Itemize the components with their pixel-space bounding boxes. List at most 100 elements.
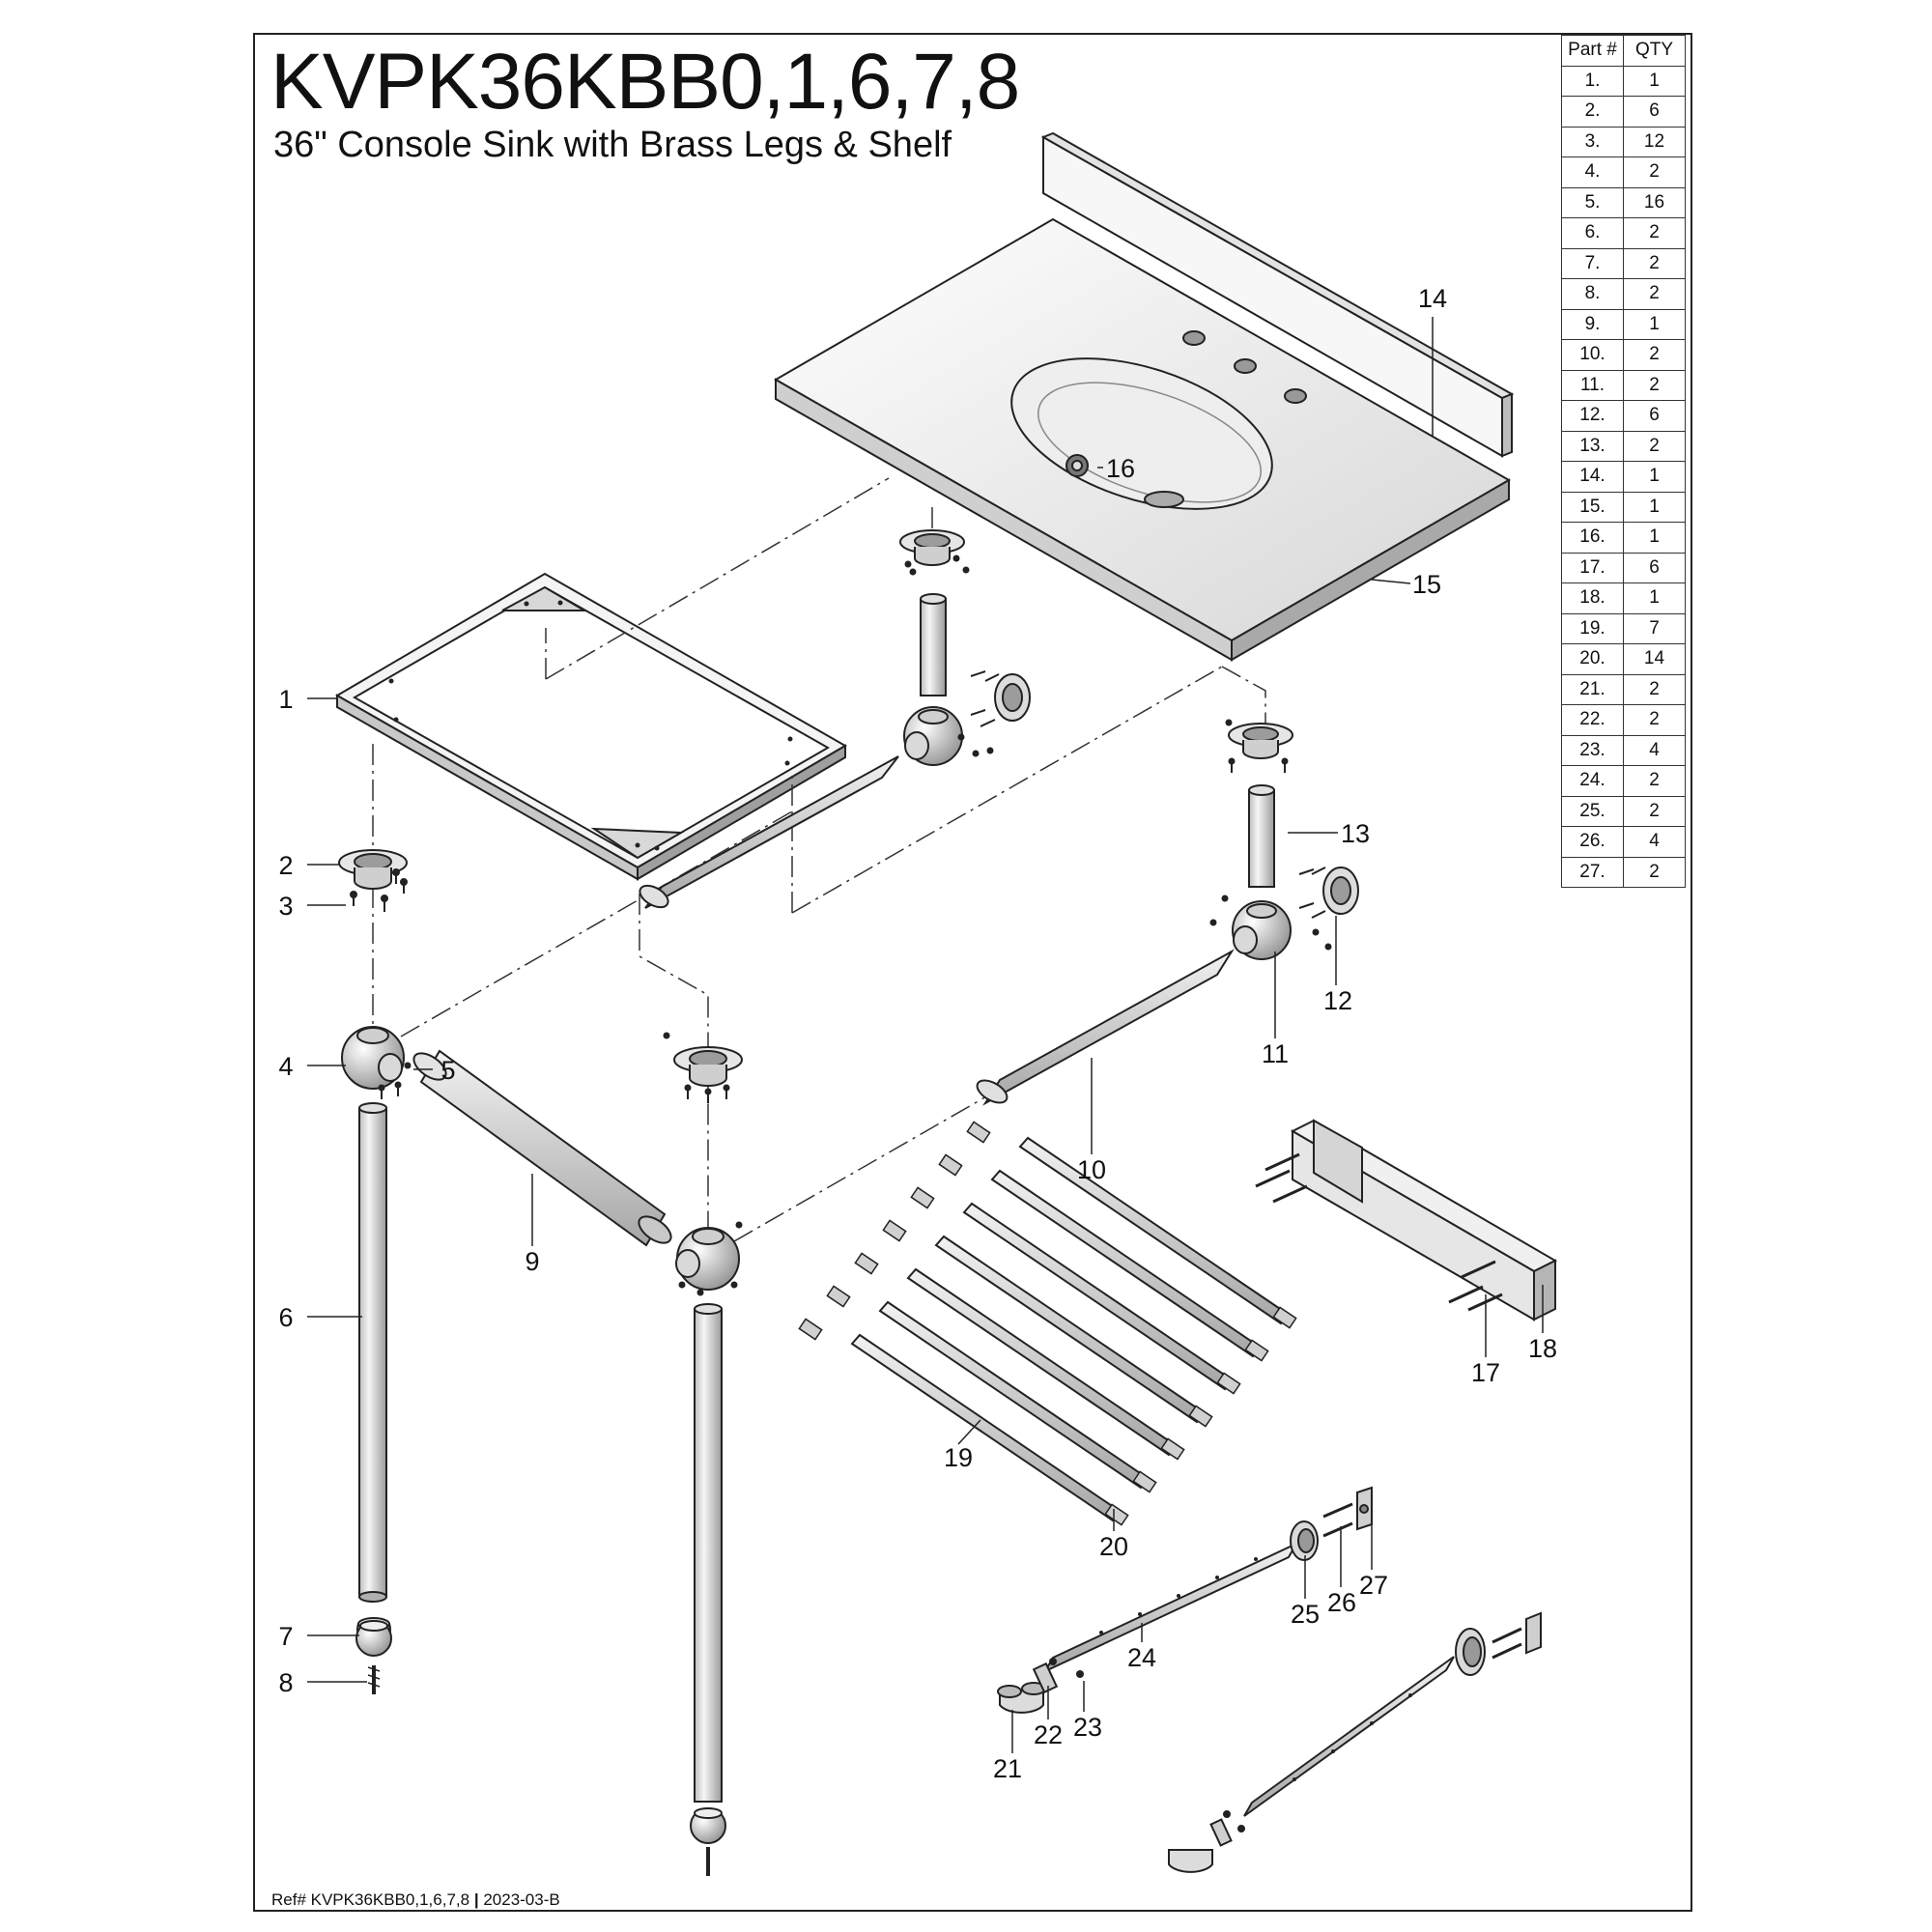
table-row: 16.1 bbox=[1561, 522, 1686, 554]
quantity-cell: 2 bbox=[1623, 339, 1686, 371]
footer-separator: | bbox=[473, 1890, 479, 1909]
reference-footer: Ref# KVPK36KBB0,1,6,7,8 | 2023-03-B bbox=[271, 1891, 560, 1908]
callout-27: 27 bbox=[1359, 1571, 1388, 1600]
quantity-cell: 6 bbox=[1623, 96, 1686, 128]
towel-bar-second bbox=[1168, 1611, 1542, 1873]
connector-part-4 bbox=[341, 1026, 405, 1090]
quantity-cell: 1 bbox=[1623, 308, 1686, 340]
callout-24: 24 bbox=[1127, 1643, 1156, 1672]
part-number-cell: 8. bbox=[1561, 278, 1624, 310]
table-row: 12.6 bbox=[1561, 400, 1686, 432]
frame-part-1 bbox=[335, 572, 847, 881]
table-header-row: Part # QTY bbox=[1561, 35, 1686, 67]
part-number-cell: 3. bbox=[1561, 126, 1624, 157]
callout-21: 21 bbox=[993, 1754, 1022, 1783]
leader-lines bbox=[307, 317, 1544, 1753]
callout-8: 8 bbox=[278, 1668, 293, 1697]
backsplash-part-14 bbox=[1040, 131, 1515, 458]
connector-front-right bbox=[675, 1221, 743, 1296]
rear-left-rail bbox=[639, 755, 899, 909]
footer-revision: 2023-03-B bbox=[483, 1890, 560, 1909]
callout-12: 12 bbox=[1323, 986, 1352, 1015]
part-number-cell: 19. bbox=[1561, 612, 1624, 644]
callout-14: 14 bbox=[1418, 284, 1447, 313]
quantity-cell: 12 bbox=[1623, 126, 1686, 157]
part-number-cell: 4. bbox=[1561, 156, 1624, 188]
model-title: KVPK36KBB0,1,6,7,8 bbox=[270, 38, 1020, 126]
quantity-cell: 4 bbox=[1623, 734, 1686, 766]
flange-part-2 bbox=[338, 849, 408, 890]
table-row: 6.2 bbox=[1561, 217, 1686, 249]
leg-part-6 bbox=[358, 1102, 387, 1603]
table-row: 23.4 bbox=[1561, 734, 1686, 766]
callout-15: 15 bbox=[1412, 570, 1441, 599]
table-row: 2.6 bbox=[1561, 96, 1686, 128]
part-number-cell: 23. bbox=[1561, 734, 1624, 766]
part-number-cell: 7. bbox=[1561, 247, 1624, 279]
quantity-cell: 1 bbox=[1623, 582, 1686, 614]
screws-part-5 bbox=[378, 1062, 412, 1099]
foot-part-7 bbox=[355, 1617, 392, 1657]
part-number-cell: 26. bbox=[1561, 826, 1624, 858]
callout-7: 7 bbox=[278, 1622, 293, 1651]
callout-16: 16 bbox=[1106, 454, 1135, 483]
quantity-cell: 2 bbox=[1623, 704, 1686, 736]
wall-plate-part-27 bbox=[1356, 1486, 1373, 1531]
table-row: 15.1 bbox=[1561, 491, 1686, 523]
table-row: 19.7 bbox=[1561, 612, 1686, 644]
callout-6: 6 bbox=[278, 1303, 293, 1332]
table-row: 9.1 bbox=[1561, 308, 1686, 340]
column-header-part: Part # bbox=[1561, 35, 1624, 67]
table-row: 4.2 bbox=[1561, 156, 1686, 188]
table-row: 13.2 bbox=[1561, 430, 1686, 462]
column-header-qty: QTY bbox=[1623, 35, 1686, 67]
table-row: 26.4 bbox=[1561, 826, 1686, 858]
overflow-part-16 bbox=[1065, 454, 1089, 477]
callout-26: 26 bbox=[1327, 1588, 1356, 1617]
table-row: 1.1 bbox=[1561, 65, 1686, 97]
quantity-cell: 2 bbox=[1623, 430, 1686, 462]
table-row: 27.2 bbox=[1561, 856, 1686, 888]
callout-5: 5 bbox=[440, 1056, 455, 1085]
shelf-bracket-part-18 bbox=[1290, 1119, 1558, 1321]
table-row: 5.16 bbox=[1561, 186, 1686, 218]
quantity-cell: 2 bbox=[1623, 156, 1686, 188]
quantity-cell: 14 bbox=[1623, 643, 1686, 675]
bracket-part-12 bbox=[1298, 867, 1359, 951]
quantity-cell: 2 bbox=[1623, 278, 1686, 310]
part-number-cell: 17. bbox=[1561, 552, 1624, 583]
callout-13: 13 bbox=[1341, 819, 1370, 848]
table-row: 17.6 bbox=[1561, 552, 1686, 583]
part-number-cell: 27. bbox=[1561, 856, 1624, 888]
quantity-cell: 1 bbox=[1623, 491, 1686, 523]
part-number-cell: 18. bbox=[1561, 582, 1624, 614]
table-row: 21.2 bbox=[1561, 673, 1686, 705]
rail-part-10 bbox=[976, 949, 1235, 1106]
quantity-cell: 2 bbox=[1623, 673, 1686, 705]
callout-25: 25 bbox=[1291, 1600, 1320, 1629]
part-number-cell: 21. bbox=[1561, 673, 1624, 705]
callout-3: 3 bbox=[278, 892, 293, 921]
caps-part-20 bbox=[798, 1121, 1297, 1526]
table-row: 20.14 bbox=[1561, 643, 1686, 675]
callout-2: 2 bbox=[278, 851, 293, 880]
part-number-cell: 24. bbox=[1561, 765, 1624, 797]
countertop-part-15 bbox=[773, 217, 1512, 662]
rail-part-9 bbox=[412, 1049, 672, 1247]
post-part-13 bbox=[1248, 784, 1275, 888]
callout-18: 18 bbox=[1528, 1334, 1557, 1363]
table-row: 25.2 bbox=[1561, 795, 1686, 827]
table-row: 14.1 bbox=[1561, 461, 1686, 493]
quantity-cell: 6 bbox=[1623, 552, 1686, 583]
towel-bar-part-24 bbox=[1042, 1541, 1299, 1674]
callout-20: 20 bbox=[1099, 1532, 1128, 1561]
quantity-cell: 7 bbox=[1623, 612, 1686, 644]
leg-front-right bbox=[694, 1303, 723, 1803]
part-number-cell: 22. bbox=[1561, 704, 1624, 736]
callout-23: 23 bbox=[1073, 1713, 1102, 1742]
part-number-cell: 12. bbox=[1561, 400, 1624, 432]
quantity-cell: 1 bbox=[1623, 461, 1686, 493]
